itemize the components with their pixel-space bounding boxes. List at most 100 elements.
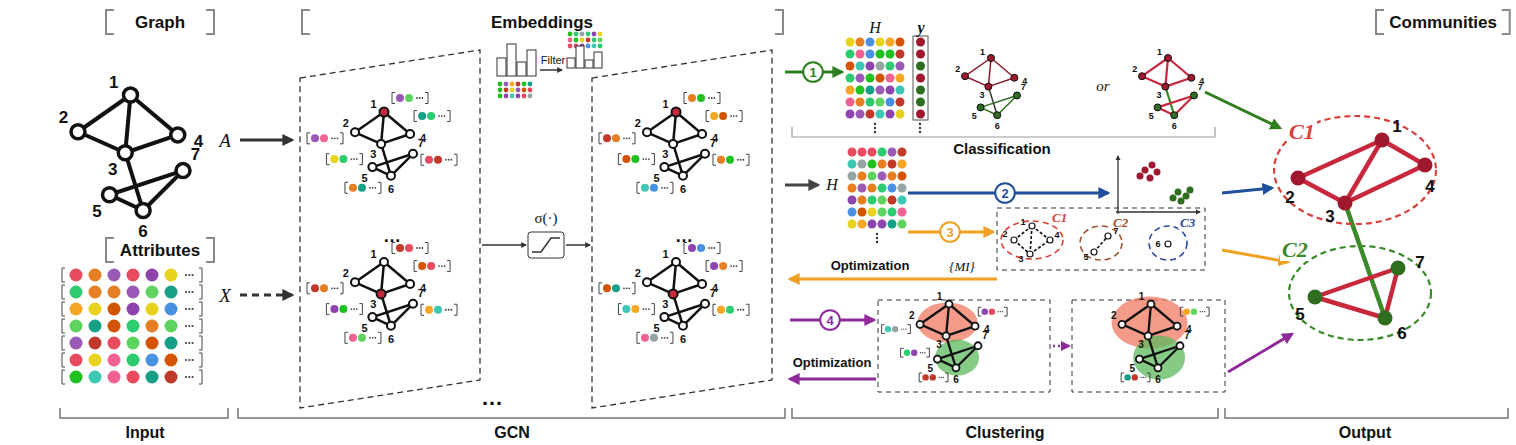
feature-dot [876,98,885,107]
feature-dot [856,74,865,83]
histogram-bar [567,58,575,68]
vertex-number: 6 [1155,240,1160,249]
vector-bracket [599,283,602,294]
graph-vertex [387,322,395,330]
vertex-number: 1 [662,99,668,110]
ellipsis-dot [1143,377,1144,378]
section-heading: Communities [1374,8,1512,36]
feature-dot [108,371,121,384]
histogram-bar [497,58,506,76]
graph-vertex [1136,356,1143,363]
feature-dot [70,286,83,299]
feature-dot [876,74,885,83]
feature-dot [165,286,178,299]
ellipsis-dot [623,137,625,139]
feature-dot [89,337,102,350]
vertex-number: 6 [680,333,686,344]
graph-vertex [1171,112,1178,119]
vertex-number: 2 [1132,64,1137,73]
vector-bracket [632,133,635,144]
graph-vertex [368,163,376,171]
ellipsis-dot [733,265,735,267]
feature-dot [846,62,855,71]
graph-edge [1315,297,1385,318]
feature-dot [127,371,140,384]
feature-dot [878,160,887,169]
ellipsis-dot [664,337,666,339]
graph-vertex [660,163,668,171]
vertex-number: 5 [1130,364,1136,374]
feature-dot [886,86,895,95]
vector-bracket [425,93,428,104]
feature-dot [896,86,905,95]
ellipsis-dot [192,274,194,276]
feature-dot [1191,308,1197,314]
ellipsis-dot [626,287,628,289]
feature-dot [510,88,515,93]
feature-dot [866,86,875,95]
scatter-point [1142,167,1149,174]
flow-arrow [566,244,590,246]
heading-bracket [106,238,214,262]
vector-bracket [945,373,948,382]
clustering-panel [878,300,1050,392]
ellipsis-dot [736,115,738,117]
vertex-number: 5 [1149,111,1154,120]
ellipsis-dot [369,187,371,189]
flow-arrow [1222,250,1288,262]
flow-arrow [240,139,292,142]
ellipsis-dot [422,247,424,249]
ellipsis-dot [743,309,745,311]
vertex-number: 7 [418,288,424,299]
vector-bracket [713,304,716,315]
flow-arrow [785,184,818,187]
feature-dot [165,269,178,282]
vector-bracket [359,154,362,165]
vector-bracket [345,332,348,343]
vector-bracket [414,261,417,272]
graph-edge [965,58,991,76]
ellipsis-dot [645,158,647,160]
feature-dot [70,354,83,367]
graph-vertex [409,300,417,308]
community-label: C1 [1287,121,1317,143]
stage-bracket [238,408,785,418]
feature-dot [868,208,877,217]
ellipsis-dot [353,308,355,310]
graph-edge [131,95,178,135]
vector-bracket [392,93,395,104]
ellipsis-dot [451,159,453,161]
feature-dot [717,306,725,314]
graph-vertex [669,289,678,298]
stage-label: GCN [494,425,530,441]
feature-dot [866,38,875,47]
vector-bracket [746,154,749,165]
ellipsis-dot [185,291,187,293]
vector-bracket [919,373,922,382]
vertex-number: 6 [680,183,686,194]
graph-edge [78,95,131,132]
ellipsis-dot [730,115,732,117]
step-text: 4 [826,314,833,327]
feature-dot [876,38,885,47]
vertex-number: 5 [1083,253,1088,262]
matrix-symbol: H [826,177,838,193]
graph-edge [997,95,1017,115]
feature-dot [598,44,603,49]
feature-dot [697,94,705,102]
vertex-number: 1 [370,249,376,260]
vector-bracket [62,336,65,350]
graph-vertex [934,356,941,363]
ellipsis-dot [919,131,921,133]
feature-dot [846,98,855,107]
vector-bracket [447,111,450,122]
graph-vertex [124,88,138,102]
feature-dot [89,354,102,367]
section-heading: Graph [104,8,216,36]
heading-bracket [302,10,783,34]
feature-dot [846,38,855,47]
graph-vertex [409,150,417,158]
vertex-number: 7 [191,145,200,162]
feature-dot [70,320,83,333]
vector-bracket [345,182,348,193]
